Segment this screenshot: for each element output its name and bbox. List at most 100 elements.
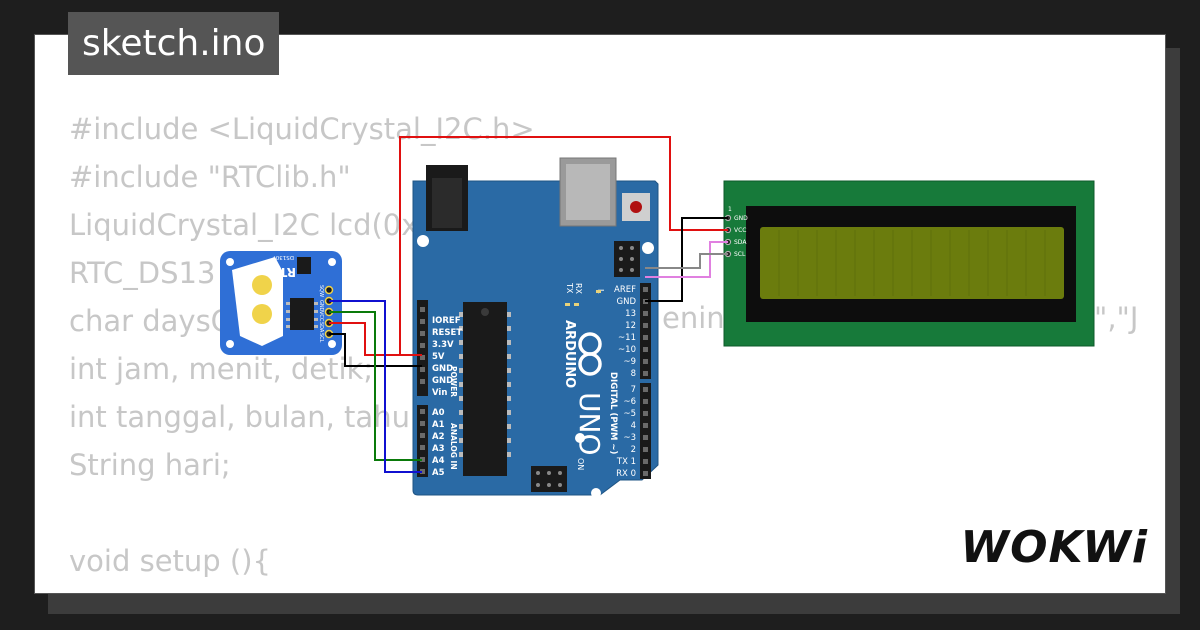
mounting-hole — [591, 488, 601, 498]
code-line: LiquidCrystal_I2C lcd(0x — [69, 208, 419, 242]
code-line: RTC_DS13 — [69, 256, 216, 290]
battery-contact — [252, 304, 272, 324]
pin-label: ~3 — [623, 433, 636, 443]
rtc-pin-label: SQW — [318, 285, 324, 297]
crystal — [297, 257, 311, 274]
led-rx — [574, 303, 579, 306]
arduino-brand: ARDUINO — [562, 320, 577, 388]
code-line: void setup (){ — [69, 544, 271, 578]
rtc-pin-label: VCC — [318, 311, 324, 322]
led-label: RX — [574, 283, 583, 295]
wire-rtc-gnd[interactable] — [329, 333, 422, 367]
mounting-hole — [642, 242, 654, 254]
pin-label: GND — [432, 376, 453, 386]
pin-label: RX 0 — [616, 469, 636, 479]
code-line: int jam, menit, detik; — [69, 352, 374, 386]
battery-holder — [232, 257, 283, 346]
mounting-hole — [417, 235, 429, 247]
rtc-chip-label: DS1307 — [272, 254, 294, 260]
pin-label: ~6 — [623, 397, 636, 407]
rtc-pin[interactable] — [324, 285, 334, 295]
pin-label: A2 — [432, 432, 445, 442]
arduino-uno[interactable]: IOREF RESET 3.3V 5V GND GND Vin A0 A1 A2… — [412, 157, 659, 498]
code-line: String hari; — [69, 448, 231, 482]
pin-label: ~5 — [623, 409, 636, 419]
lcd-pin1-label: 1 — [728, 206, 732, 213]
wire-rtc-sda[interactable] — [329, 311, 422, 461]
digital-header-bottom — [640, 383, 651, 479]
code-line: #include <LiquidCrystal_I2C.h> — [69, 112, 535, 146]
pin-label: RESET — [432, 328, 462, 338]
pin-label: A5 — [432, 468, 445, 478]
code-fragment: enin — [662, 301, 725, 335]
wire-lcd-sda[interactable] — [645, 241, 728, 278]
wire-lcd-gnd[interactable] — [645, 217, 728, 302]
pin-label: 5V — [432, 352, 445, 362]
lcd-pin-label: SDA — [734, 239, 747, 246]
rtc-title: RTC — [270, 265, 296, 279]
code-line: char daysO — [69, 304, 234, 338]
icsp-header — [531, 466, 567, 492]
power-label: POWER — [449, 366, 458, 397]
wire-lcd-vcc[interactable] — [399, 136, 728, 356]
led-l — [596, 290, 601, 293]
reset-button[interactable] — [630, 201, 642, 213]
lcd-display[interactable]: 1 GND VCC SDA SCL — [723, 180, 1095, 347]
pin-label: A3 — [432, 444, 445, 454]
led-label: TX — [565, 282, 574, 294]
pin-label: IOREF — [432, 316, 461, 326]
rtc-pin-label: SDA — [318, 322, 324, 333]
pin-label: 3.3V — [432, 340, 454, 350]
pin-label: A4 — [432, 456, 445, 466]
pin-label: GND — [617, 297, 637, 307]
code-line: int tanggal, bulan, tahu — [69, 400, 410, 434]
pin-label: ~9 — [623, 357, 636, 367]
pin-label: 12 — [625, 321, 636, 331]
pin-label: 2 — [631, 445, 636, 455]
power-jack-inner — [432, 178, 462, 228]
rtc-pin-label: GND — [318, 300, 324, 312]
pin-label: Vin — [432, 388, 447, 398]
digital-label: DIGITAL (PWM ~) — [608, 372, 618, 454]
code-fragment: ","J — [1094, 301, 1138, 335]
arduino-logo — [578, 332, 602, 376]
analog-header — [417, 405, 428, 477]
code-line: Serial.begin(9600); — [69, 585, 535, 593]
wire-rtc-scl[interactable] — [329, 300, 422, 473]
pin-label: 7 — [631, 385, 636, 395]
pin-label: ~10 — [618, 345, 636, 355]
icsp-header — [614, 241, 640, 277]
wokwi-logo: WOKWi — [960, 522, 1148, 573]
lcd-pin-label: VCC — [734, 227, 746, 234]
rtc-pin-label: SCL — [318, 333, 324, 343]
pin-label: 13 — [625, 309, 636, 319]
pin-label: 4 — [631, 421, 636, 431]
lcd-pin-label: GND — [734, 215, 748, 222]
pin-label: A0 — [432, 408, 445, 418]
pin-label: A1 — [432, 420, 445, 430]
usb-port-inner — [566, 164, 610, 220]
pin-label: ~11 — [618, 333, 636, 343]
analog-label: ANALOG IN — [449, 423, 458, 470]
digital-header-top — [640, 283, 651, 379]
sketch-title: sketch.ino — [68, 12, 280, 75]
mounting-hole — [575, 433, 585, 443]
battery-contact — [252, 275, 272, 295]
on-label: ON — [576, 458, 585, 470]
lcd-character-grid — [778, 230, 1046, 296]
led-tx — [565, 303, 570, 306]
rtc-module[interactable]: RTC DS1307 GND VCC SDA SCL SQW — [220, 251, 342, 355]
wire-rtc-vcc[interactable] — [329, 322, 422, 356]
code-background: #include <LiquidCrystal_I2C.h> #include "… — [69, 105, 535, 593]
pin-label: TX 1 — [616, 457, 636, 467]
pin-label: 8 — [631, 369, 636, 379]
pin-label: AREF — [614, 285, 636, 295]
arduino-model: UNO — [573, 392, 606, 455]
lcd-pin-label: SCL — [734, 251, 746, 258]
wire-lcd-scl[interactable] — [645, 253, 728, 269]
microcontroller-chip — [463, 302, 507, 476]
ds1307-chip — [290, 298, 314, 330]
code-line: #include "RTClib.h" — [69, 160, 351, 194]
pin-label: GND — [432, 364, 453, 374]
